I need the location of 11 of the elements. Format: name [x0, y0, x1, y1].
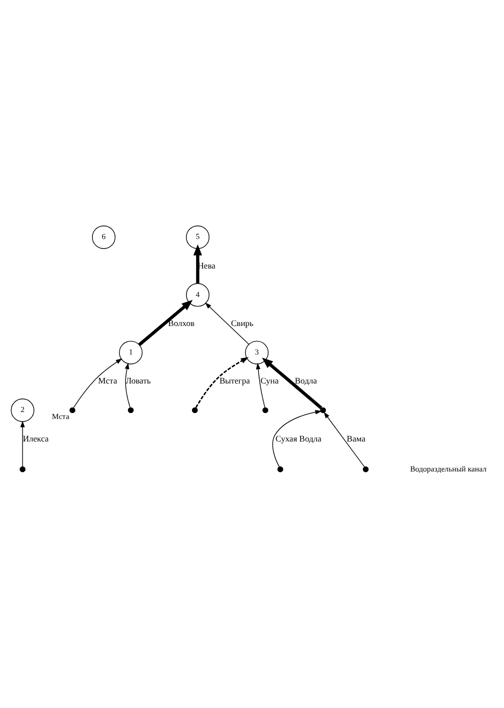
- edge-label: Водла: [294, 376, 317, 386]
- node-label: Мста: [52, 412, 70, 422]
- label: Водораздельный канал: [410, 464, 487, 474]
- edge-label: Свирь: [230, 318, 254, 328]
- edge-label: Вама: [346, 433, 366, 444]
- edge-label: Вытегра: [219, 376, 250, 386]
- edge-label: Илекса: [22, 433, 49, 444]
- edge-label: Волхов: [168, 318, 195, 328]
- edge-label: Мста: [98, 376, 118, 386]
- edge-label: Суна: [260, 376, 279, 386]
- edge-label: Сухая Водла: [276, 433, 322, 444]
